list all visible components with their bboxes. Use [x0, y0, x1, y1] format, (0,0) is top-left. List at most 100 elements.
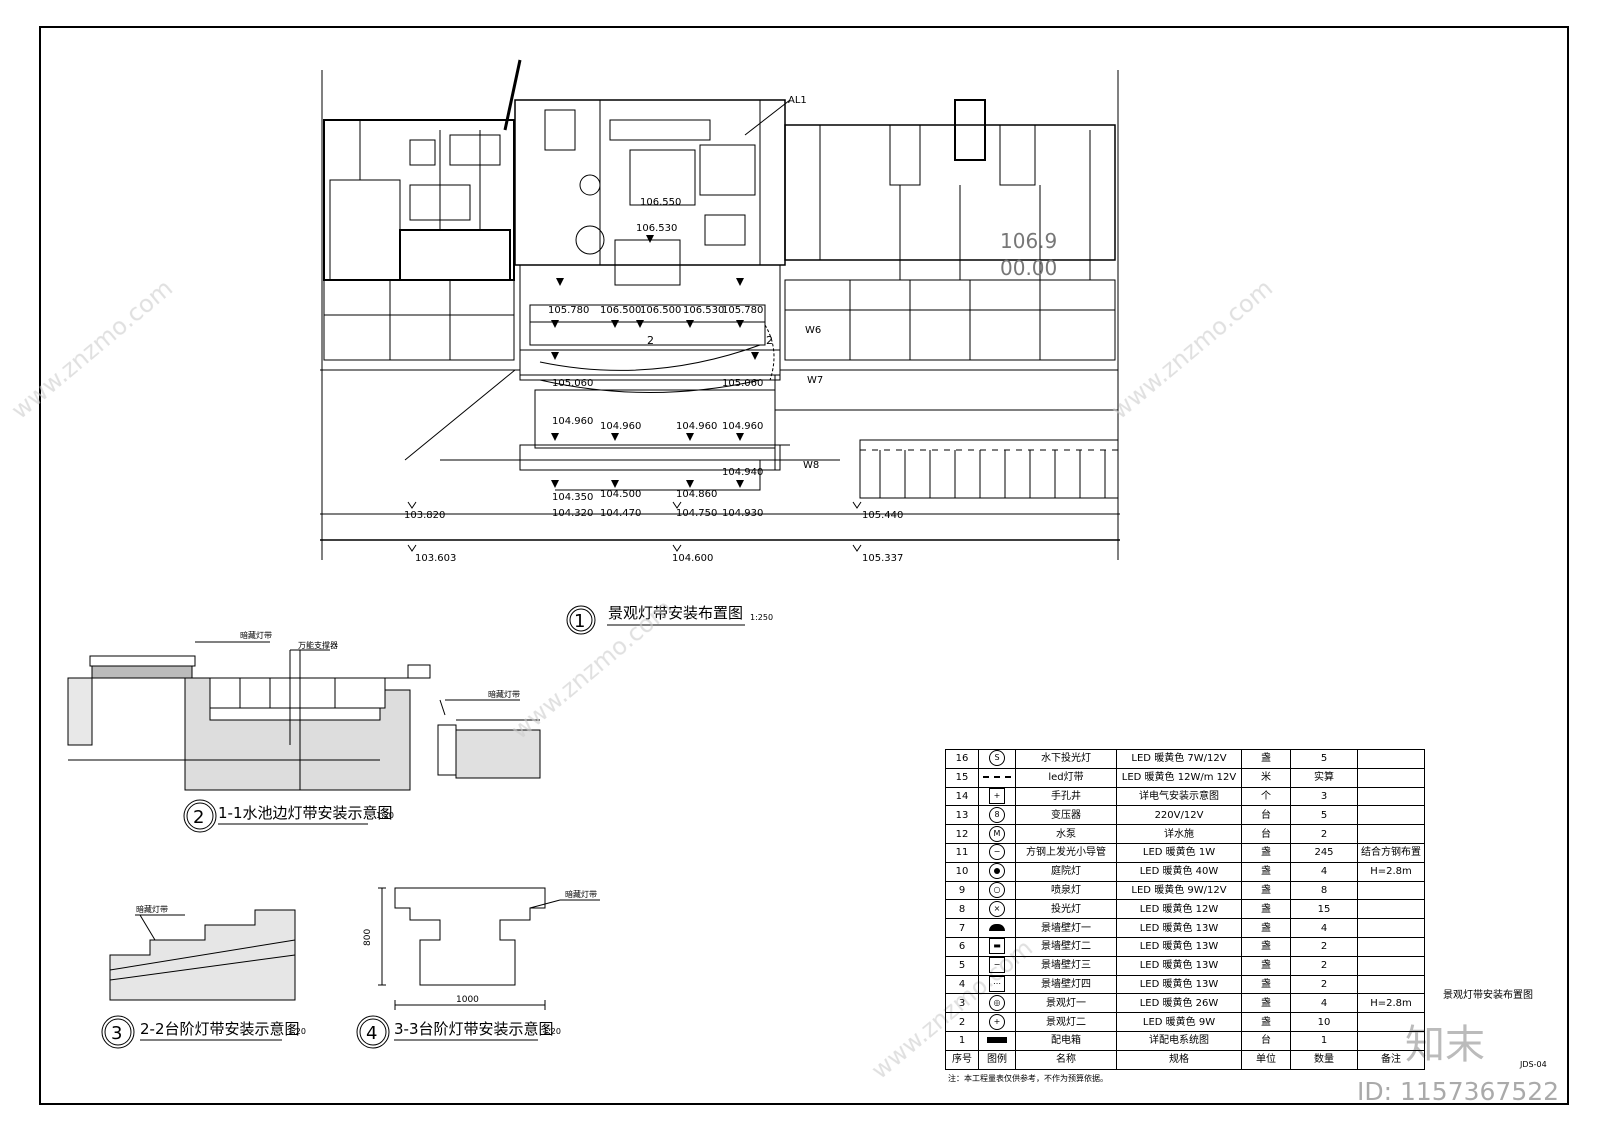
caption-1: 1 景观灯带安装布置图 1:250 [566, 604, 773, 635]
caption-3-scale: 1:20 [288, 1027, 306, 1036]
legend-cell-no: 13 [945, 805, 979, 826]
legend-cell-spec: 详水施 [1116, 824, 1242, 844]
legend-cell-unit: 盏 [1241, 861, 1291, 882]
caption-1-scale: 1:250 [750, 613, 773, 622]
legend-cell-spec: 220V/12V [1116, 805, 1242, 826]
detail-4-section [378, 887, 600, 1010]
caption-2-title: 1-1水池边灯带安装示意图 [218, 804, 393, 822]
legend-cell-no: 7 [945, 918, 979, 938]
legend-cell-spec: LED 暖黄色 12W [1116, 899, 1242, 920]
minus-circle-icon: − [978, 842, 1016, 863]
legend-cell-qty: 数量 [1290, 1049, 1358, 1070]
watermark-site: www.znzmo.com [1106, 274, 1278, 425]
legend-cell-spec: LED 暖黄色 9W [1116, 1012, 1242, 1032]
legend-cell-spec: LED 暖黄色 13W [1116, 936, 1242, 957]
plan-elevation-labels: 106.550 106.530 105.780 106.500 106.500 … [404, 197, 903, 564]
legend-cell-no: 3 [945, 993, 979, 1014]
legend-header-row: 序号图例名称规格单位数量备注 [945, 1049, 1425, 1070]
legend-cell-no: 10 [945, 861, 979, 882]
legend-cell-no: 15 [945, 767, 979, 788]
site-plan [320, 59, 1120, 560]
legend-cell-no: 1 [945, 1030, 979, 1051]
caption-2: 2 1-1水池边灯带安装示意图 1:20 [183, 799, 394, 833]
section-mark-2a: 2 [647, 334, 654, 347]
legend-cell-note [1357, 955, 1425, 976]
legend-cell-icon: 图例 [978, 1049, 1016, 1070]
legend-cell-name: 水下投光灯 [1015, 749, 1117, 769]
elevation-label: 105.060 [722, 378, 763, 389]
plus-box-icon: + [978, 786, 1016, 807]
legend-cell-no: 16 [945, 749, 979, 769]
legend-cell-qty: 8 [1290, 880, 1358, 901]
legend-cell-spec: LED 暖黄色 26W [1116, 993, 1242, 1014]
label-hidden-strip: 暗藏灯带 [240, 630, 272, 640]
legend-cell-qty: 2 [1290, 974, 1358, 995]
caption-2-scale: 1:20 [376, 811, 394, 820]
legend-cell-unit: 台 [1241, 1030, 1291, 1051]
elevation-label: 104.960 [552, 416, 593, 427]
plus-circle-icon: + [978, 1012, 1016, 1032]
elevation-label: 103.603 [415, 553, 456, 564]
legend-cell-name: 景观灯二 [1015, 1012, 1117, 1032]
elevation-label: 105.060 [552, 378, 593, 389]
dot-circle-icon [978, 861, 1016, 882]
caption-4-number: 4 [366, 1023, 377, 1044]
legend-cell-note [1357, 936, 1425, 957]
legend-cell-unit: 盏 [1241, 993, 1291, 1014]
elevation-label: 106.550 [640, 197, 681, 208]
elevation-label: 104.320 [552, 508, 593, 519]
legend-cell-unit: 盏 [1241, 899, 1291, 920]
ring-icon: ○ [978, 880, 1016, 901]
legend-cell-qty: 4 [1290, 861, 1358, 882]
legend-cell-no: 序号 [945, 1049, 979, 1070]
elevation-label: 104.960 [722, 421, 763, 432]
legend-cell-spec: LED 暖黄色 7W/12V [1116, 749, 1242, 769]
elevation-label: 103.820 [404, 510, 445, 521]
elevation-label: 105.780 [722, 305, 763, 316]
caption-1-number: 1 [574, 611, 585, 632]
legend-cell-qty: 2 [1290, 824, 1358, 844]
legend-cell-qty: 15 [1290, 899, 1358, 920]
legend-cell-spec: LED 暖黄色 13W [1116, 974, 1242, 995]
circuit-label-al1: AL1 [788, 95, 807, 106]
x-circle-icon: × [978, 899, 1016, 920]
circuit-labels: AL1 W6 W7 W8 2 2 106.9 00.00 [647, 95, 1057, 471]
caption-4-scale: 1:20 [543, 1027, 561, 1036]
legend-cell-unit: 盏 [1241, 880, 1291, 901]
caption-3: 3 2-2台阶灯带安装示意图 1:20 [101, 1015, 306, 1049]
dash-icon [978, 767, 1016, 788]
legend-cell-note [1357, 824, 1425, 844]
legend-cell-spec: LED 暖黄色 13W [1116, 918, 1242, 938]
legend-cell-spec: LED 暖黄色 1W [1116, 842, 1242, 863]
legend-cell-qty: 2 [1290, 936, 1358, 957]
label-hidden-strip: 暗藏灯带 [136, 904, 168, 914]
elevation-label: 104.960 [600, 421, 641, 432]
legend-cell-name: 配电箱 [1015, 1030, 1117, 1051]
detail-2-section [67, 641, 541, 791]
legend-cell-note [1357, 974, 1425, 995]
caption-3-number: 3 [111, 1023, 122, 1044]
legend-cell-unit: 盏 [1241, 842, 1291, 863]
legend-cell-note [1357, 786, 1425, 807]
drawing-frame [39, 26, 1569, 1105]
elevation-label: 104.930 [722, 508, 763, 519]
legend-cell-no: 2 [945, 1012, 979, 1032]
legend-cell-name: 方钢上发光小导管 [1015, 842, 1117, 863]
legend-cell-name: 手孔井 [1015, 786, 1117, 807]
legend-cell-note [1357, 1012, 1425, 1032]
elevation-label: 104.500 [600, 489, 641, 500]
legend-cell-note [1357, 1030, 1425, 1051]
detail-4-labels: 暗藏灯带 800 1000 [363, 889, 597, 1005]
circuit-label-w6: W6 [805, 325, 821, 336]
legend-cell-qty: 4 [1290, 993, 1358, 1014]
